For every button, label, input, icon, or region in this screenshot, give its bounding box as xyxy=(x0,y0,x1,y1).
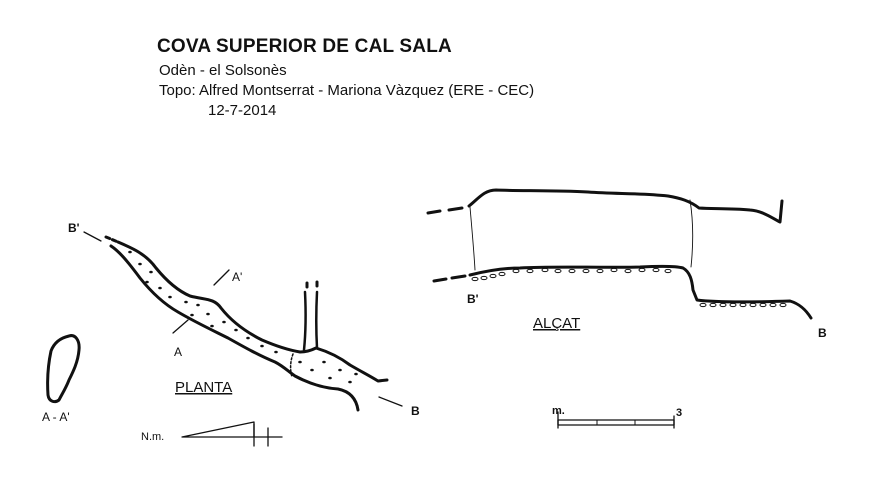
section-label: A - A' xyxy=(42,410,70,424)
elevation-ceiling xyxy=(467,188,784,224)
plan-label-b: B xyxy=(411,404,420,418)
location-text: Odèn - el Solsonès xyxy=(159,62,287,79)
elevation-title: ALÇAT xyxy=(533,315,580,332)
elevation-inner-wall xyxy=(689,199,694,268)
section-line-b-prime xyxy=(83,231,102,242)
section-line-a-prime xyxy=(213,269,230,286)
scale-bar xyxy=(557,411,675,429)
north-arrow xyxy=(181,421,283,447)
plan-entrance-dash xyxy=(104,235,120,244)
survey-date: 12-7-2014 xyxy=(208,102,277,119)
elevation-view xyxy=(426,188,813,320)
elevation-floor-pebbles xyxy=(471,267,787,308)
elevation-label-b-prime: B' xyxy=(467,292,479,306)
plan-floor-dots xyxy=(128,250,358,384)
plan-lower-wall xyxy=(109,244,360,412)
plan-label-a-prime: A' xyxy=(232,270,242,284)
plan-chimney-left xyxy=(302,290,307,352)
scale-unit: m. xyxy=(552,405,565,417)
survey-credits: Topo: Alfred Montserrat - Mariona Vàzque… xyxy=(159,82,535,99)
elevation-ceiling-dash xyxy=(426,206,464,215)
plan-upper-wall xyxy=(116,240,389,383)
elevation-entrance-wall xyxy=(469,206,476,271)
scale-max: 3 xyxy=(676,407,682,419)
elevation-floor xyxy=(468,264,813,320)
plan-chimney-right xyxy=(315,290,319,350)
plan-label-b-prime: B' xyxy=(68,221,80,235)
elevation-floor-dash xyxy=(432,274,467,283)
section-line-a xyxy=(172,319,189,334)
elevation-label-b: B xyxy=(818,326,827,340)
plan-title: PLANTA xyxy=(175,379,232,396)
plan-label-a: A xyxy=(174,345,182,359)
plan-chimney-top xyxy=(305,280,319,289)
cross-section-outline xyxy=(46,334,81,404)
plan-view xyxy=(83,231,403,412)
plan-step-line xyxy=(289,353,294,378)
section-line-b xyxy=(378,396,403,407)
drawing-title: COVA SUPERIOR DE CAL SALA xyxy=(157,36,452,57)
north-label: N.m. xyxy=(141,431,164,443)
